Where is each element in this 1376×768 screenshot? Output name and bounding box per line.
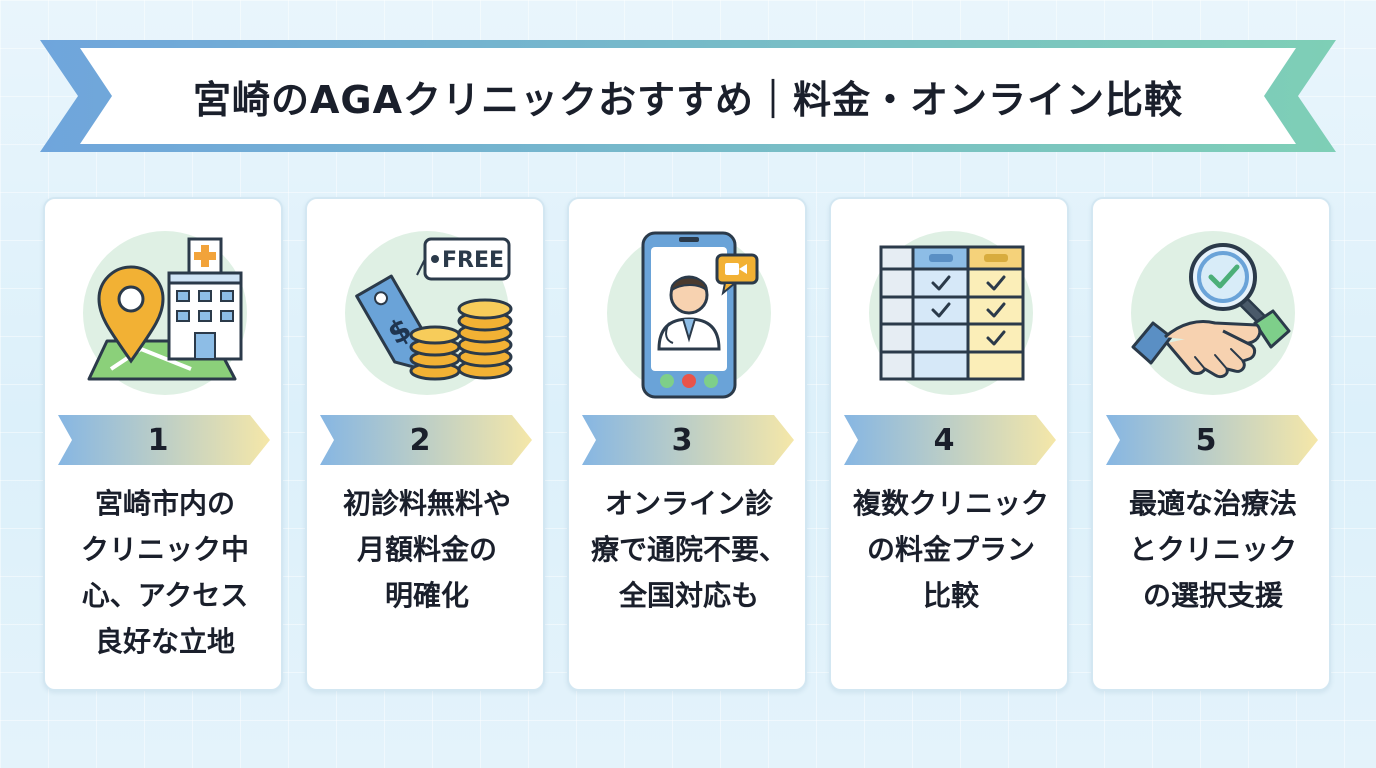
card-description-2: 初診料無料や 月額料金の 明確化: [342, 487, 511, 612]
step-number-3: 3: [671, 422, 693, 458]
card-description-4: 複数クリニック の料金プラン 比較: [852, 487, 1049, 612]
ribbon-shape: [40, 40, 1336, 152]
step-arrow-1: 1: [58, 415, 270, 465]
comparison-table-check-icon: [857, 219, 1045, 407]
free-price-tag-coins-icon: FREE $: [333, 219, 521, 407]
page-title: 宮崎のAGAクリニックおすすめ｜料金・オンライン比較: [192, 77, 1183, 122]
free-tag-label: FREE: [442, 248, 504, 273]
title-banner: 宮崎のAGAクリニックおすすめ｜料金・オンライン比較: [40, 40, 1336, 152]
step-number-4: 4: [933, 422, 955, 458]
step-arrow-2: 2: [320, 415, 532, 465]
step-number-5: 5: [1195, 422, 1217, 458]
step-arrow-4: 4: [844, 415, 1056, 465]
step-number-2: 2: [409, 422, 431, 458]
card-description-5: 最適な治療法 とクリニック の選択支援: [1128, 487, 1297, 612]
smartphone-doctor-video-icon: [595, 219, 783, 407]
map-pin-hospital-icon: [71, 219, 259, 407]
feature-card-1: 1 宮崎市内の クリニック中 心、アクセス 良好な立地: [43, 197, 283, 691]
card-description-3: オンライン診 療で通院不要、 全国対応も: [590, 487, 787, 612]
magnifier-handshake-icon: [1119, 219, 1307, 407]
feature-card-5: 5 最適な治療法 とクリニック の選択支援: [1091, 197, 1331, 691]
feature-card-3: 3 オンライン診 療で通院不要、 全国対応も: [567, 197, 807, 691]
feature-card-4: 4 複数クリニック の料金プラン 比較: [829, 197, 1069, 691]
step-number-1: 1: [147, 422, 169, 458]
step-arrow-5: 5: [1106, 415, 1318, 465]
step-arrow-3: 3: [582, 415, 794, 465]
card-description-1: 宮崎市内の クリニック中 心、アクセス 良好な立地: [80, 487, 249, 658]
feature-card-2: FREE $ 2 初診料無料や: [305, 197, 545, 691]
